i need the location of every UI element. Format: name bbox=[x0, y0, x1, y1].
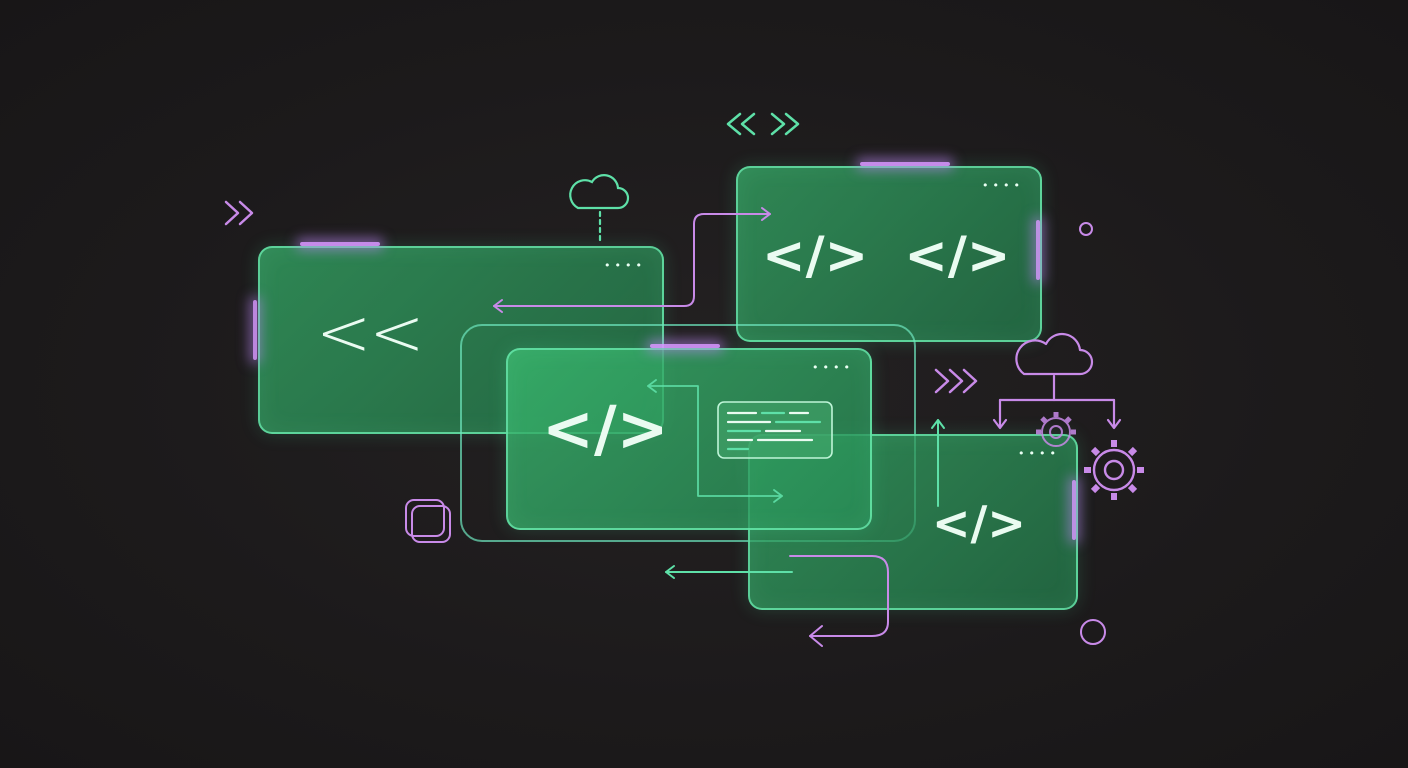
window-dots: •••• bbox=[812, 361, 854, 374]
glow-accent bbox=[253, 300, 257, 360]
rounded-square-icon bbox=[405, 499, 451, 543]
outline-frame bbox=[460, 324, 916, 542]
gear-icon bbox=[1084, 440, 1144, 500]
cloud-icon bbox=[569, 174, 630, 244]
window-dots: •••• bbox=[604, 259, 646, 272]
glow-accent bbox=[300, 242, 380, 246]
cloud-icon bbox=[992, 332, 1122, 430]
glow-accent bbox=[860, 162, 950, 166]
glow-accent bbox=[1036, 220, 1040, 280]
code-window-top-right: •••• </> </> bbox=[736, 166, 1042, 342]
code-tag-glyph: </> bbox=[932, 496, 1026, 550]
code-window-center: •••• </> bbox=[506, 348, 872, 530]
circle-icon bbox=[1080, 619, 1106, 645]
window-dots: •••• bbox=[1018, 447, 1060, 460]
chevrons-left-glyph: << bbox=[316, 294, 425, 371]
glow-accent bbox=[1072, 480, 1076, 540]
circle-icon bbox=[1079, 222, 1093, 236]
glow-accent bbox=[650, 344, 720, 348]
window-dots: •••• bbox=[982, 179, 1024, 192]
chevrons-right-icon bbox=[934, 368, 978, 394]
code-tag-glyph: </> bbox=[542, 392, 669, 465]
chevrons-top-icon bbox=[726, 112, 800, 136]
code-tags-glyph: </> </> bbox=[762, 226, 1011, 286]
chevrons-left-icon bbox=[224, 200, 254, 226]
